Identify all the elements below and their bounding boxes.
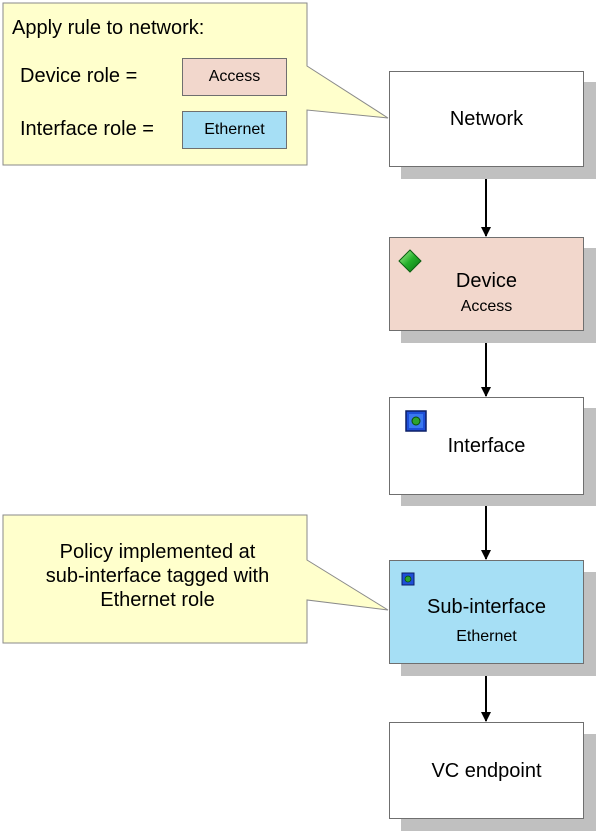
callout-bottom-line-1: Policy implemented at xyxy=(59,541,256,563)
blue-square-icon xyxy=(401,572,415,586)
subinterface-node-title: Sub-interface xyxy=(427,596,546,618)
vc-endpoint-node[interactable]: VC endpoint xyxy=(389,722,584,819)
callout-bottom-line-2: sub-interface tagged with xyxy=(45,565,270,587)
device-node[interactable]: Device Access xyxy=(389,237,584,331)
callout-top-heading: Apply rule to network: xyxy=(12,17,205,39)
device-role-value: Access xyxy=(182,58,287,96)
network-node-title: Network xyxy=(449,108,524,130)
interface-role-label: Interface role = xyxy=(20,118,154,140)
subinterface-node[interactable]: Sub-interface Ethernet xyxy=(389,560,584,664)
device-role-label: Device role = xyxy=(20,65,138,87)
callout-bottom-line-3: Ethernet role xyxy=(100,589,215,611)
interface-node-title: Interface xyxy=(447,435,526,457)
subinterface-node-subtitle: Ethernet xyxy=(456,628,517,645)
vc-endpoint-node-title: VC endpoint xyxy=(431,759,542,782)
callout-bottom-shape xyxy=(2,514,389,644)
device-node-subtitle: Access xyxy=(460,298,513,315)
callout-bottom-text: Policy implemented at sub-interface tagg… xyxy=(20,540,295,612)
device-node-title: Device xyxy=(455,270,518,292)
interface-role-value: Ethernet xyxy=(182,111,287,149)
green-diamond-icon xyxy=(398,249,422,273)
blue-square-icon xyxy=(405,410,427,432)
network-node[interactable]: Network xyxy=(389,71,584,167)
